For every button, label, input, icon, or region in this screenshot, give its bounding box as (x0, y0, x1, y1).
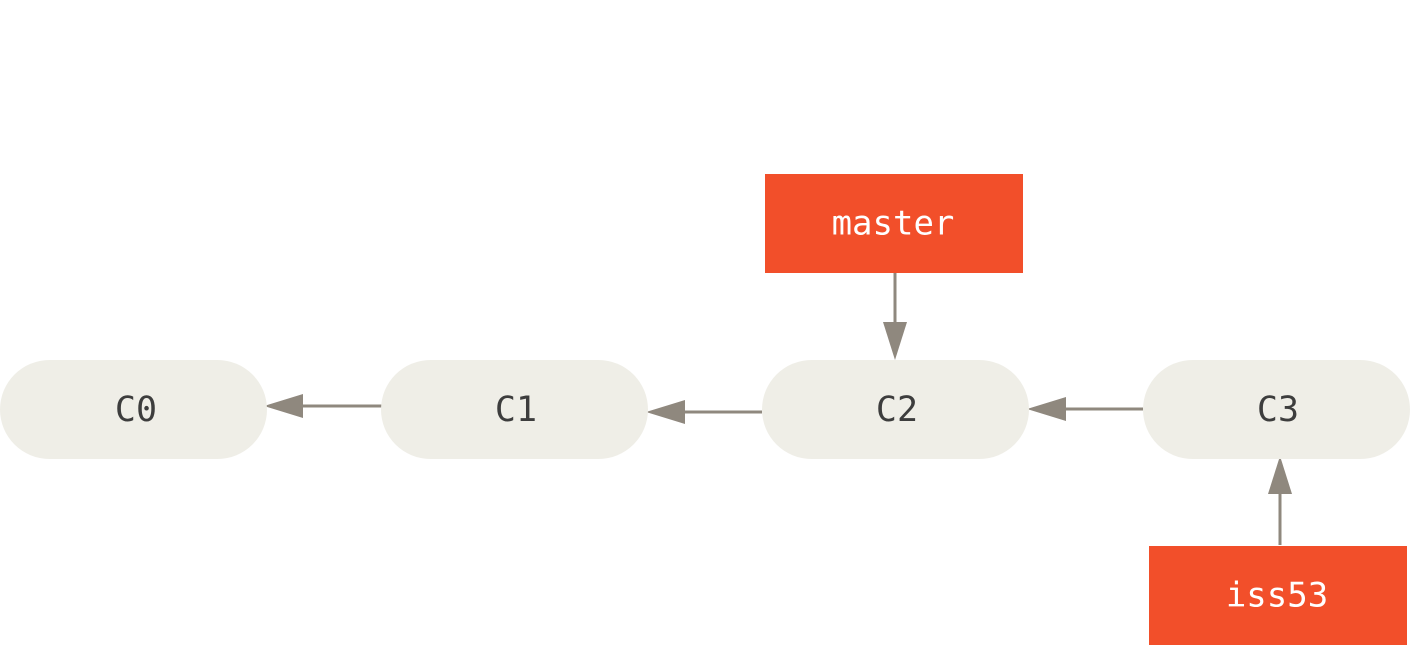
arrow-c2-to-c1 (646, 400, 762, 424)
branch-iss53: iss53 (1149, 546, 1407, 645)
commit-c0-label: C0 (115, 390, 157, 430)
commit-c1-pill (381, 360, 648, 459)
branch-arrows (883, 273, 1292, 545)
branch-master-box (765, 174, 1023, 273)
commit-c3-label: C3 (1257, 390, 1299, 430)
commit-c2-pill (762, 360, 1029, 459)
arrow-c1-to-c0 (264, 394, 382, 418)
branch-iss53-label: iss53 (1226, 576, 1328, 616)
arrow-iss53-to-c3 (1268, 456, 1292, 545)
commit-c0-pill (0, 360, 267, 459)
branch-master: master (765, 174, 1023, 273)
commit-c2: C2 (762, 360, 1029, 459)
commit-c2-label: C2 (876, 390, 918, 430)
commit-c3-pill (1143, 360, 1410, 459)
commit-c1: C1 (381, 360, 648, 459)
branch-master-label: master (832, 204, 955, 244)
arrow-c3-to-c2 (1027, 397, 1143, 421)
commit-arrows (264, 394, 1143, 424)
arrow-master-to-c2 (883, 273, 907, 360)
branch-iss53-box (1149, 546, 1407, 645)
commit-c1-label: C1 (495, 390, 537, 430)
commit-c0: C0 (0, 360, 267, 459)
commit-c3: C3 (1143, 360, 1410, 459)
